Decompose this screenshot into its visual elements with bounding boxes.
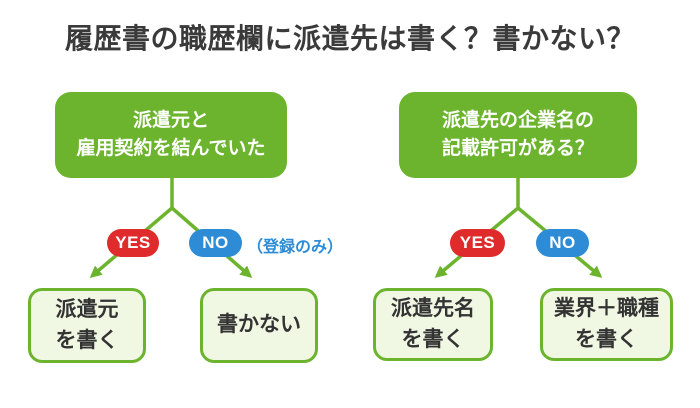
result-right-yes-line2: を書く	[401, 327, 465, 351]
question-box-right: 派遣先の企業名の 記載許可がある？	[399, 92, 637, 178]
result-box-right-yes: 派遣先名 を書く	[373, 288, 493, 361]
question-left-line1: 派遣元と	[132, 109, 209, 131]
result-left-yes-line2: を書く	[55, 328, 119, 352]
question-right-line1: 派遣先の企業名の	[441, 109, 594, 131]
yes-badge-right: YES	[450, 229, 505, 257]
no-badge-right: NO	[536, 229, 589, 257]
result-box-right-no: 業界＋職種 を書く	[540, 288, 673, 361]
question-right-line2: 記載許可がある？	[441, 138, 594, 159]
result-right-no-line2: を書く	[575, 327, 638, 351]
result-left-no-line1: 書かない	[217, 313, 301, 337]
connector-lines-right	[434, 178, 603, 278]
question-box-left: 派遣元と 雇用契約を結んでいた	[55, 92, 287, 178]
question-left-line2: 雇用契約を結んでいた	[76, 138, 266, 159]
page-title: 履歴書の職歴欄に派遣先は書く？書かない？	[64, 23, 635, 54]
result-left-yes-line1: 派遣元	[55, 298, 119, 322]
result-box-left-yes: 派遣元 を書く	[28, 288, 146, 363]
no-badge-left: NO	[189, 229, 242, 257]
result-right-no-line1: 業界＋職種	[554, 297, 659, 321]
connector-lines-left	[89, 178, 253, 278]
yes-badge-left: YES	[107, 229, 159, 257]
result-box-left-no: 書かない	[200, 288, 318, 363]
result-right-yes-line1: 派遣先名	[391, 297, 475, 321]
no-note-left: （登録のみ）	[247, 239, 344, 256]
